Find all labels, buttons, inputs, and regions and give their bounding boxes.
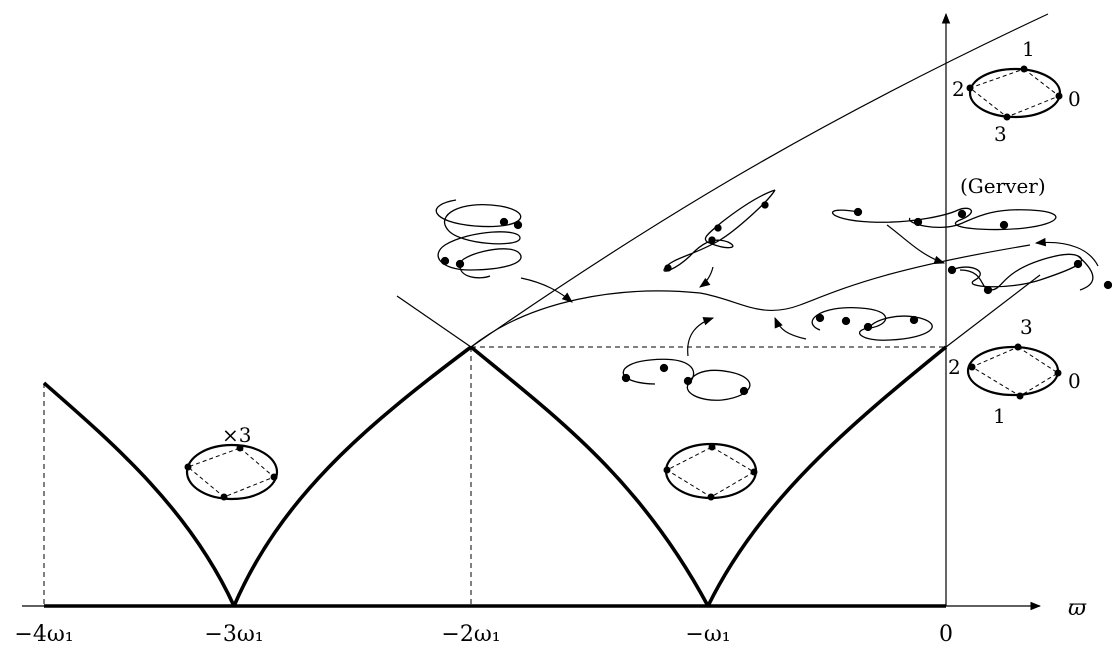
orbit-index-label: 0 <box>1068 87 1081 111</box>
orbit-index-label: 3 <box>994 122 1007 146</box>
x-tick-label: −3ω₁ <box>204 622 263 647</box>
gerver-label: (Gerver) <box>960 174 1046 198</box>
orbit-gerver-right-diagram <box>947 253 1112 295</box>
thin-line <box>470 13 1049 348</box>
orbit-index-label: 0 <box>1068 369 1081 393</box>
x-tick-label: −4ω₁ <box>14 622 73 647</box>
orbit-triple-diagram <box>184 443 279 501</box>
orbit-index-label: 1 <box>1022 37 1035 61</box>
x-tick-label: −2ω₁ <box>441 622 500 647</box>
thin-line <box>945 274 1041 348</box>
orbit-helix-diagram <box>435 199 523 279</box>
x-axis-symbol: ϖ <box>1068 596 1087 621</box>
x-tick-label: −ω₁ <box>685 622 730 647</box>
multiplicity-label: ×3 <box>222 423 251 447</box>
arrows <box>520 224 1099 357</box>
orbit-double-loop-right-diagram <box>811 307 933 341</box>
orbit-index-label: 1 <box>993 404 1006 428</box>
orbit-right-lobe-diagram <box>663 442 758 501</box>
orbit-index-label: 2 <box>952 77 965 101</box>
thick-curve <box>706 345 948 607</box>
thin-line <box>396 295 472 348</box>
orbit-gerver-top-diagram <box>832 207 1057 231</box>
orbit-top-labelled-diagram <box>966 65 1063 121</box>
thin-branches <box>396 13 1049 348</box>
x-tick-label: 0 <box>939 622 953 647</box>
orbit-twisted-diagram <box>663 189 776 272</box>
thick-curve <box>42 381 236 607</box>
orbit-index-label: 2 <box>948 355 961 379</box>
thick-curve <box>232 345 473 607</box>
lower-boundary-curves <box>42 345 948 608</box>
orbit-index-label: 3 <box>1020 315 1033 339</box>
orbit-double-loop-lower-diagram <box>621 358 751 401</box>
orbit-mid-labelled-diagram <box>966 343 1062 400</box>
thick-curve <box>469 345 710 607</box>
